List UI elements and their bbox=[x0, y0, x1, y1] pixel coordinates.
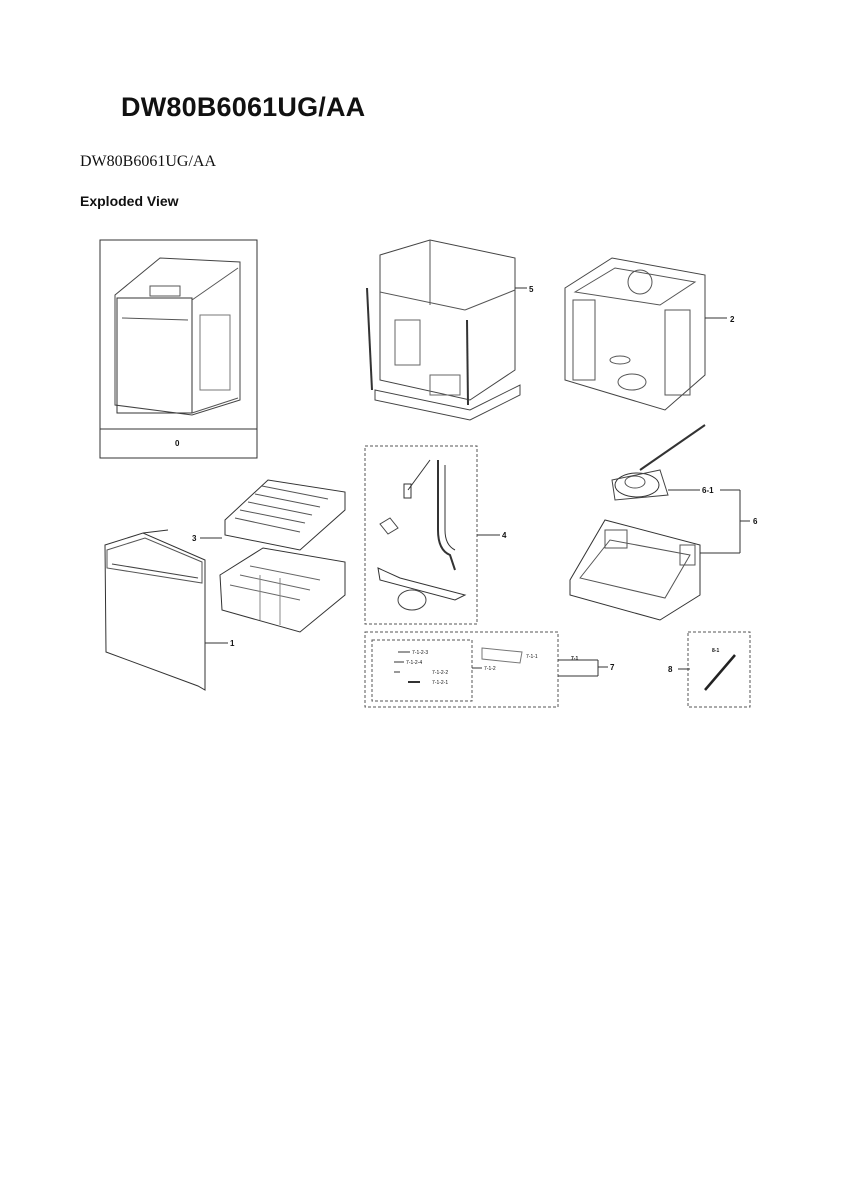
part-2-tub-frame bbox=[564, 257, 727, 411]
label-part-3: 3 bbox=[192, 534, 197, 543]
label-part-8: 8 bbox=[668, 665, 673, 674]
part-5-tub-cover bbox=[366, 239, 527, 421]
label-part-7-1-2-1: 7-1-2-1 bbox=[432, 680, 448, 686]
label-part-7-1-1: 7-1-1 bbox=[526, 654, 538, 660]
label-part-6: 6 bbox=[753, 517, 758, 526]
page-title: DW80B6061UG/AA bbox=[121, 92, 366, 122]
label-part-7-1-2: 7-1-2 bbox=[484, 666, 496, 672]
part-7-accessory-kit bbox=[364, 631, 608, 708]
label-part-7: 7 bbox=[610, 663, 615, 672]
label-part-7-1-2-4: 7-1-2-4 bbox=[406, 660, 422, 666]
label-part-4: 4 bbox=[502, 531, 507, 540]
part-3-racks bbox=[200, 479, 346, 633]
model-subtitle: DW80B6061UG/AA bbox=[80, 153, 216, 170]
part-0-assembled-unit bbox=[99, 239, 258, 459]
part-4-spray-arm-group bbox=[364, 445, 500, 625]
label-part-0: 0 bbox=[175, 439, 180, 448]
label-part-7-1-2-2: 7-1-2-2 bbox=[432, 670, 448, 676]
label-part-2: 2 bbox=[730, 315, 735, 324]
part-1-door bbox=[104, 529, 228, 691]
label-part-5: 5 bbox=[529, 285, 534, 294]
part-8-hose bbox=[678, 631, 751, 708]
label-part-7-1-2-3: 7-1-2-3 bbox=[412, 650, 428, 656]
label-part-1: 1 bbox=[230, 639, 235, 648]
section-heading: Exploded View bbox=[80, 193, 179, 209]
part-6-sump-base bbox=[569, 424, 750, 621]
label-part-6-1: 6-1 bbox=[702, 486, 714, 495]
label-part-7-1: 7-1 bbox=[571, 656, 578, 662]
label-part-8-1: 8-1 bbox=[712, 648, 719, 654]
